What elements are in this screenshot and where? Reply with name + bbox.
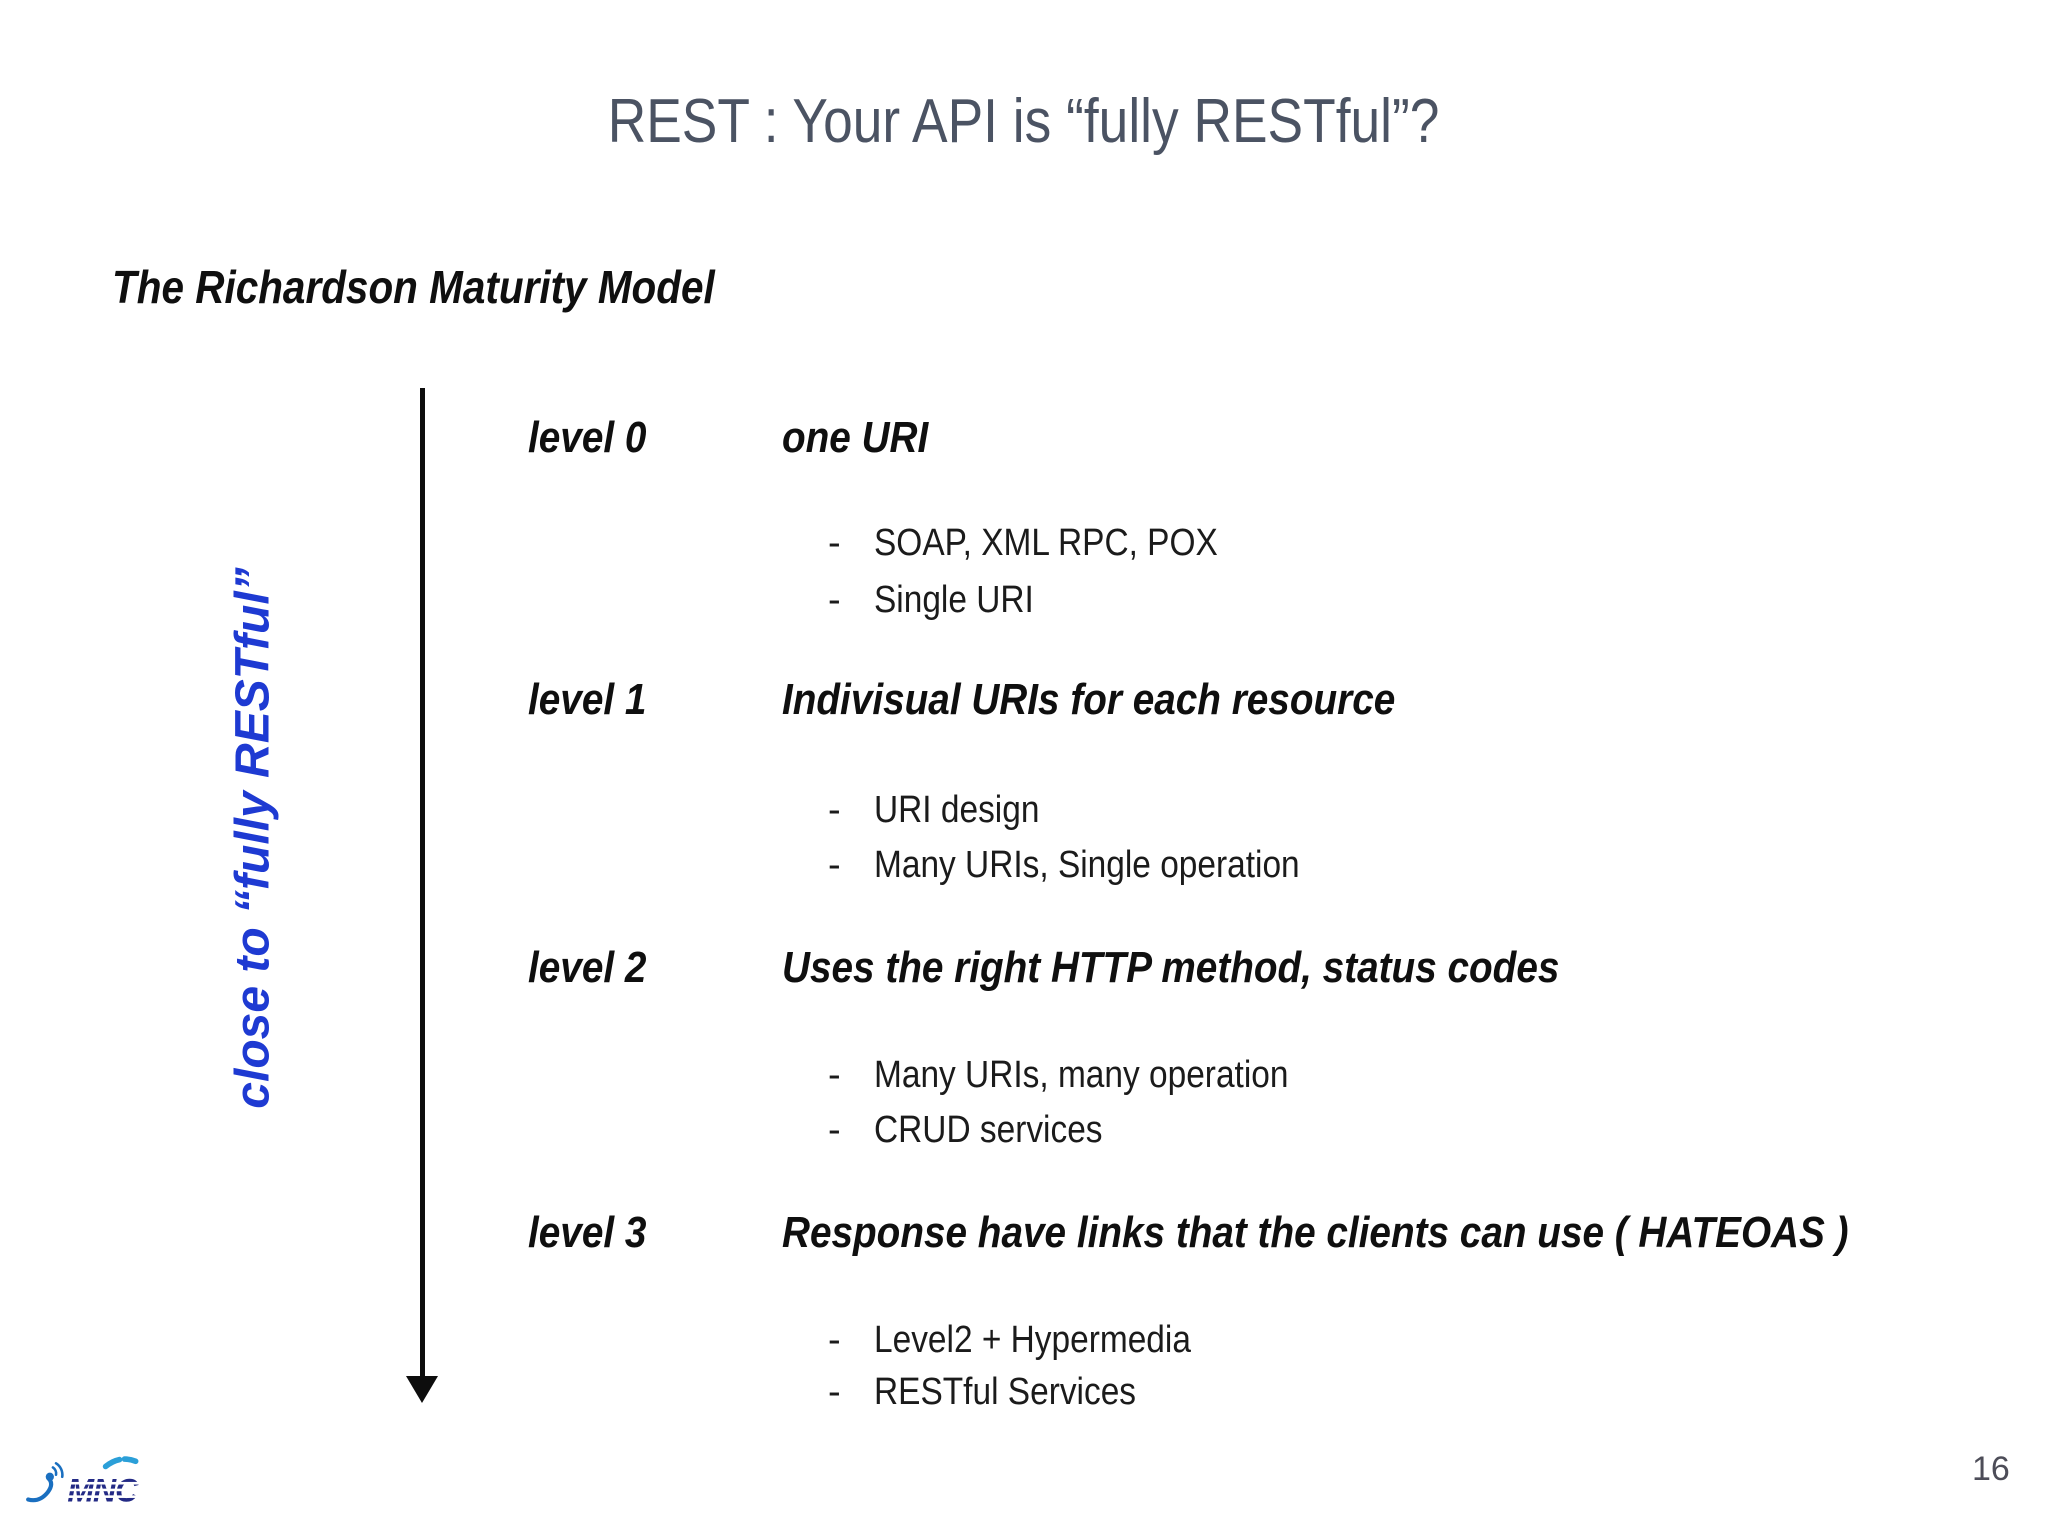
level-3-label: level 3: [528, 1211, 663, 1255]
bullet-dash: -: [828, 1371, 841, 1413]
slide-subtitle-text: The Richardson Maturity Model: [112, 261, 715, 313]
level-1-title-text: Indivisual URIs for each resource: [782, 675, 1396, 724]
level-0-bullet-2-text: Single URI: [874, 579, 1034, 621]
bullet-dash: -: [828, 1109, 841, 1151]
level-2-bullet-2: CRUD services: [874, 1111, 1134, 1149]
level-2-label-text: level 2: [528, 943, 647, 992]
level-2-title: Uses the right HTTP method, status codes: [782, 946, 1665, 990]
slide-title: REST : Your API is “fully RESTful”?: [0, 86, 2048, 157]
page-number: 16: [1972, 1450, 2010, 1488]
level-1-bullet-1: URI design: [874, 791, 1062, 829]
axis-label-close-to-fully-restful: close to “fully RESTful”: [226, 567, 280, 1109]
mnc-logo-image: MNC: [26, 1456, 143, 1509]
level-2-bullet-1-text: Many URIs, many operation: [874, 1054, 1289, 1096]
level-1-bullet-2: Many URIs, Single operation: [874, 846, 1358, 884]
level-3-title-text: Response have links that the clients can…: [782, 1208, 1849, 1257]
level-3-bullet-2-text: RESTful Services: [874, 1371, 1137, 1413]
bullet-dash: -: [828, 789, 841, 831]
level-1-title: Indivisual URIs for each resource: [782, 678, 1479, 722]
level-2-bullet-2-text: CRUD services: [874, 1109, 1103, 1151]
slide-title-text: REST : Your API is “fully RESTful”?: [608, 87, 1440, 156]
bullet-dash: -: [828, 579, 841, 621]
bullet-dash: -: [828, 522, 841, 564]
level-0-label-text: level 0: [528, 413, 647, 462]
bullet-dash: -: [828, 1319, 841, 1361]
level-0-bullet-2: Single URI: [874, 581, 1056, 619]
level-2-bullet-1: Many URIs, many operation: [874, 1056, 1345, 1094]
level-0-label: level 0: [528, 416, 663, 460]
logo-bird-icon: [26, 1462, 64, 1503]
level-3-title: Response have links that the clients can…: [782, 1211, 1994, 1255]
level-2-label: level 2: [528, 946, 663, 990]
mnc-logo: MNC: [24, 1454, 148, 1519]
level-1-label: level 1: [528, 678, 663, 722]
logo-swoosh-icon: [102, 1456, 139, 1470]
level-0-title-text: one URI: [782, 413, 929, 462]
level-3-label-text: level 3: [528, 1208, 647, 1257]
level-3-bullet-1: Level2 + Hypermedia: [874, 1321, 1234, 1359]
level-2-title-text: Uses the right HTTP method, status codes: [782, 943, 1560, 992]
slide-subtitle: The Richardson Maturity Model: [112, 260, 797, 314]
bullet-dash: -: [828, 844, 841, 886]
bullet-dash: -: [828, 1054, 841, 1096]
level-3-bullet-1-text: Level2 + Hypermedia: [874, 1319, 1191, 1361]
level-1-bullet-2-text: Many URIs, Single operation: [874, 844, 1300, 886]
level-0-title: one URI: [782, 416, 948, 460]
level-3-bullet-2: RESTful Services: [874, 1373, 1172, 1411]
level-1-bullet-1-text: URI design: [874, 789, 1040, 831]
level-0-bullet-1-text: SOAP, XML RPC, POX: [874, 522, 1218, 564]
level-0-bullet-1: SOAP, XML RPC, POX: [874, 524, 1265, 562]
arrow-down-icon: [406, 1376, 438, 1403]
level-1-label-text: level 1: [528, 675, 647, 724]
logo-stripes: [63, 1481, 143, 1498]
maturity-arrow-line: [420, 388, 425, 1378]
